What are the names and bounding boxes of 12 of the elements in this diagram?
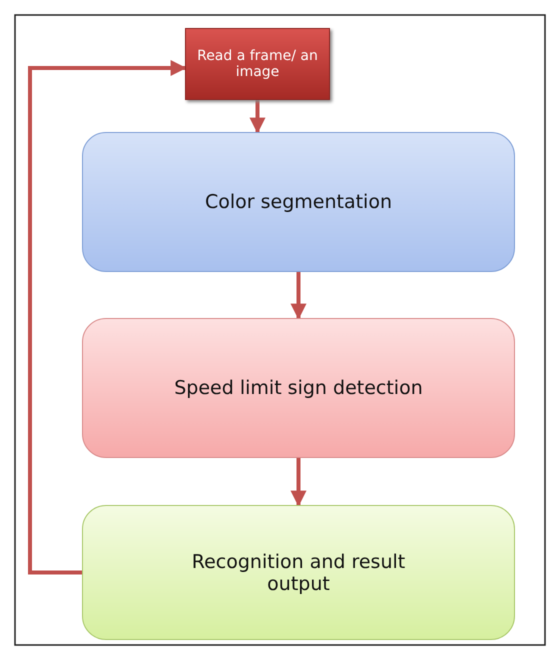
arrow xyxy=(28,60,187,574)
box-label: Read a frame/ an image xyxy=(196,48,319,80)
process-box xyxy=(82,132,515,272)
arrow xyxy=(250,100,266,134)
box-label: Speed limit sign detection xyxy=(174,377,423,399)
process-box xyxy=(185,28,330,100)
arrow xyxy=(290,272,306,320)
box-label: Recognition and result output xyxy=(190,550,406,594)
process-box xyxy=(82,318,515,458)
arrow xyxy=(290,458,306,507)
box-label: Color segmentation xyxy=(204,191,392,213)
process-box xyxy=(82,505,515,640)
